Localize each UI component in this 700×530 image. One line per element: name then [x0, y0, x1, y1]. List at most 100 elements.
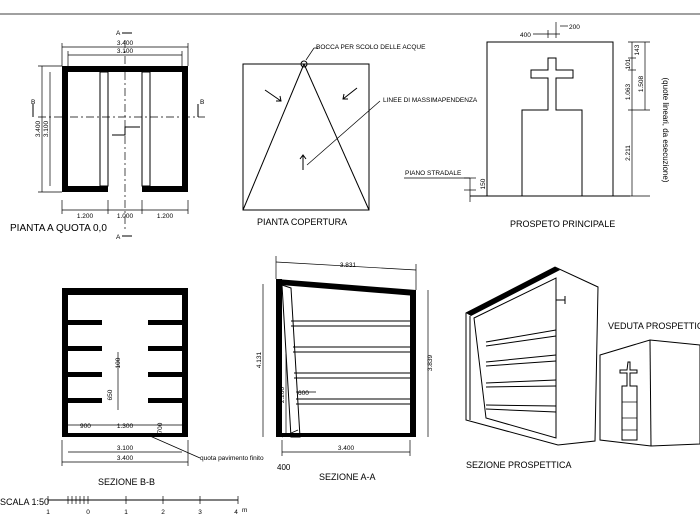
- plan-wall-right: [182, 66, 188, 192]
- plan-inner-wall-right: [141, 71, 151, 187]
- roof-note-slope: LINEE DI MASSIMAPENDENZA: [383, 97, 478, 104]
- plan-inner-wall-left: [99, 71, 109, 187]
- bb-shelf-l3: [68, 372, 102, 377]
- roof-ridge-right: [303, 63, 370, 211]
- plan-dim-door: 1.000: [117, 213, 134, 220]
- bb-shelf-l2: [68, 346, 102, 351]
- aa-dim-3400: 3.400: [338, 445, 355, 452]
- aa-dim-600: 600: [298, 390, 309, 397]
- bb-floor: [62, 433, 188, 437]
- roof-plan-drawing: BOCCA PER SCOLO DELLE ACQUE LINEE DI MAS…: [242, 44, 478, 211]
- plan-drawing: 3.400 3.100 3.400 3.100 1.200 1.000 1.20…: [31, 30, 205, 241]
- aa-dim-3839: 3.839: [427, 354, 434, 371]
- front-dim-200: 200: [569, 24, 580, 31]
- plan-wall-bottom-left: [62, 186, 108, 192]
- plan-section-mark-a-top: A: [116, 30, 121, 37]
- front-dim-143: 143: [634, 44, 641, 55]
- bb-wall-left: [62, 288, 68, 436]
- plan-dim-inner-width: 3.100: [117, 48, 134, 55]
- aa-dim-3831: 3.831: [340, 262, 357, 269]
- front-dim-2211: 2.211: [625, 145, 632, 161]
- bb-note-floor: quota pavimento finito: [200, 455, 264, 462]
- aa-dim-400: 400: [277, 463, 291, 472]
- bb-dim-100: 100: [115, 357, 122, 368]
- view-cross-relief: [619, 361, 638, 441]
- scale-tick-4m: 4: [234, 509, 238, 516]
- bb-dim-3400: 3.400: [117, 455, 134, 462]
- scale-label: SCALA 1:50: [0, 497, 49, 507]
- bb-roof-slab: [62, 288, 188, 295]
- scale-tick-0: 0: [86, 509, 90, 516]
- front-outline: [486, 41, 614, 197]
- plan-wall-bottom-right: [142, 186, 188, 192]
- persp-shelf-4: [485, 404, 557, 407]
- roof-outline: [242, 63, 370, 211]
- front-dim-101: 101: [625, 58, 632, 69]
- front-cross-relief: [521, 57, 583, 197]
- bb-dim-1300: 1.300: [117, 423, 134, 430]
- scale-bar: SCALA 1:50 1 0 1 2 3 4 m: [0, 496, 247, 516]
- plan-dim-outer-width: 3.400: [117, 40, 134, 47]
- perspective-view-drawing: [599, 339, 700, 447]
- roof-ridge-left: [242, 63, 305, 211]
- front-title: PROSPETO PRINCIPALE: [510, 219, 615, 229]
- front-dim-1508: 1.508: [638, 75, 645, 92]
- perspective-section-drawing: [465, 266, 599, 446]
- scale-unit: m: [242, 507, 247, 514]
- section-aa-drawing: 3.831 4.131 3.839 2.200 600 3.400 400: [256, 256, 434, 472]
- front-elevation-drawing: 400 200 143 101 1.063 1.508 2.211 150 PI…: [404, 22, 670, 202]
- plan-dim-outer-height: 3.400: [35, 120, 42, 137]
- section-bb-title: SEZIONE B-B: [98, 477, 155, 487]
- scale-tick-2m: 2: [161, 509, 165, 516]
- persp-shelf-3: [485, 379, 557, 384]
- roof-slope-arrow-center: [299, 154, 307, 170]
- bb-shelf-r4: [148, 398, 182, 403]
- scale-tick-1m: 1: [124, 509, 128, 516]
- bb-dim-3100: 3.100: [117, 445, 134, 452]
- aa-dim-4131: 4.131: [256, 351, 263, 368]
- perspective-section-title: SEZIONE PROSPETTICA: [466, 460, 572, 470]
- front-dim-400: 400: [520, 32, 531, 39]
- roof-slope-arrow-right: [342, 87, 358, 100]
- plan-section-mark-b-left: B: [31, 99, 35, 106]
- front-dim-150: 150: [480, 178, 487, 189]
- roof-drain-icon: [300, 60, 308, 68]
- plan-cut-symbol: [112, 126, 140, 136]
- persp-shelf-2: [485, 354, 557, 363]
- plan-section-mark-a-bottom: A: [116, 234, 121, 241]
- bb-dim-700: 700: [157, 422, 164, 433]
- roof-slope-arrow-left: [264, 89, 282, 102]
- aa-dim-2200: 2.200: [279, 386, 286, 403]
- aa-side-panel: [281, 284, 301, 438]
- aa-wall-right: [410, 290, 416, 437]
- persp-shelf-1: [485, 329, 557, 343]
- plan-wall-left: [62, 66, 68, 192]
- roof-note-drain: BOCCA PER SCOLO DELLE ACQUE: [316, 44, 426, 51]
- front-note-quote: (quote lineari, da esecuzione): [661, 78, 670, 183]
- plan-dim-inner-height: 3.100: [43, 120, 50, 137]
- bb-shelf-l1: [68, 320, 102, 325]
- plan-dim-left: 1.200: [77, 213, 94, 220]
- aa-roof-slab: [276, 279, 416, 296]
- section-bb-drawing: 100 650 900 1.300 700 3.100 3.400 quota …: [61, 288, 264, 466]
- roof-title: PIANTA COPERTURA: [257, 217, 347, 227]
- bb-dim-900: 900: [80, 423, 91, 430]
- scale-tick-3m: 3: [198, 509, 202, 516]
- bb-shelf-l4: [68, 398, 102, 403]
- scale-tick-1: 1: [46, 509, 50, 516]
- section-aa-title: SEZIONE A-A: [319, 472, 376, 482]
- plan-title: PIANTA A QUOTA 0,0: [10, 223, 107, 234]
- perspective-view-title: VEDUTA PROSPETTICA: [608, 321, 700, 331]
- bb-shelf-r2: [148, 346, 182, 351]
- plan-section-mark-b-right: B: [200, 99, 204, 106]
- plan-dim-right: 1.200: [157, 213, 174, 220]
- bb-shelf-r3: [148, 372, 182, 377]
- front-note-street: PIANO STRADALE: [405, 170, 462, 177]
- aa-wall-left: [276, 279, 282, 437]
- front-dim-1063: 1.063: [625, 83, 632, 100]
- bb-wall-right: [182, 288, 188, 436]
- bb-shelf-r1: [148, 320, 182, 325]
- aa-floor: [276, 433, 416, 437]
- persp-roof-edge: [466, 267, 560, 316]
